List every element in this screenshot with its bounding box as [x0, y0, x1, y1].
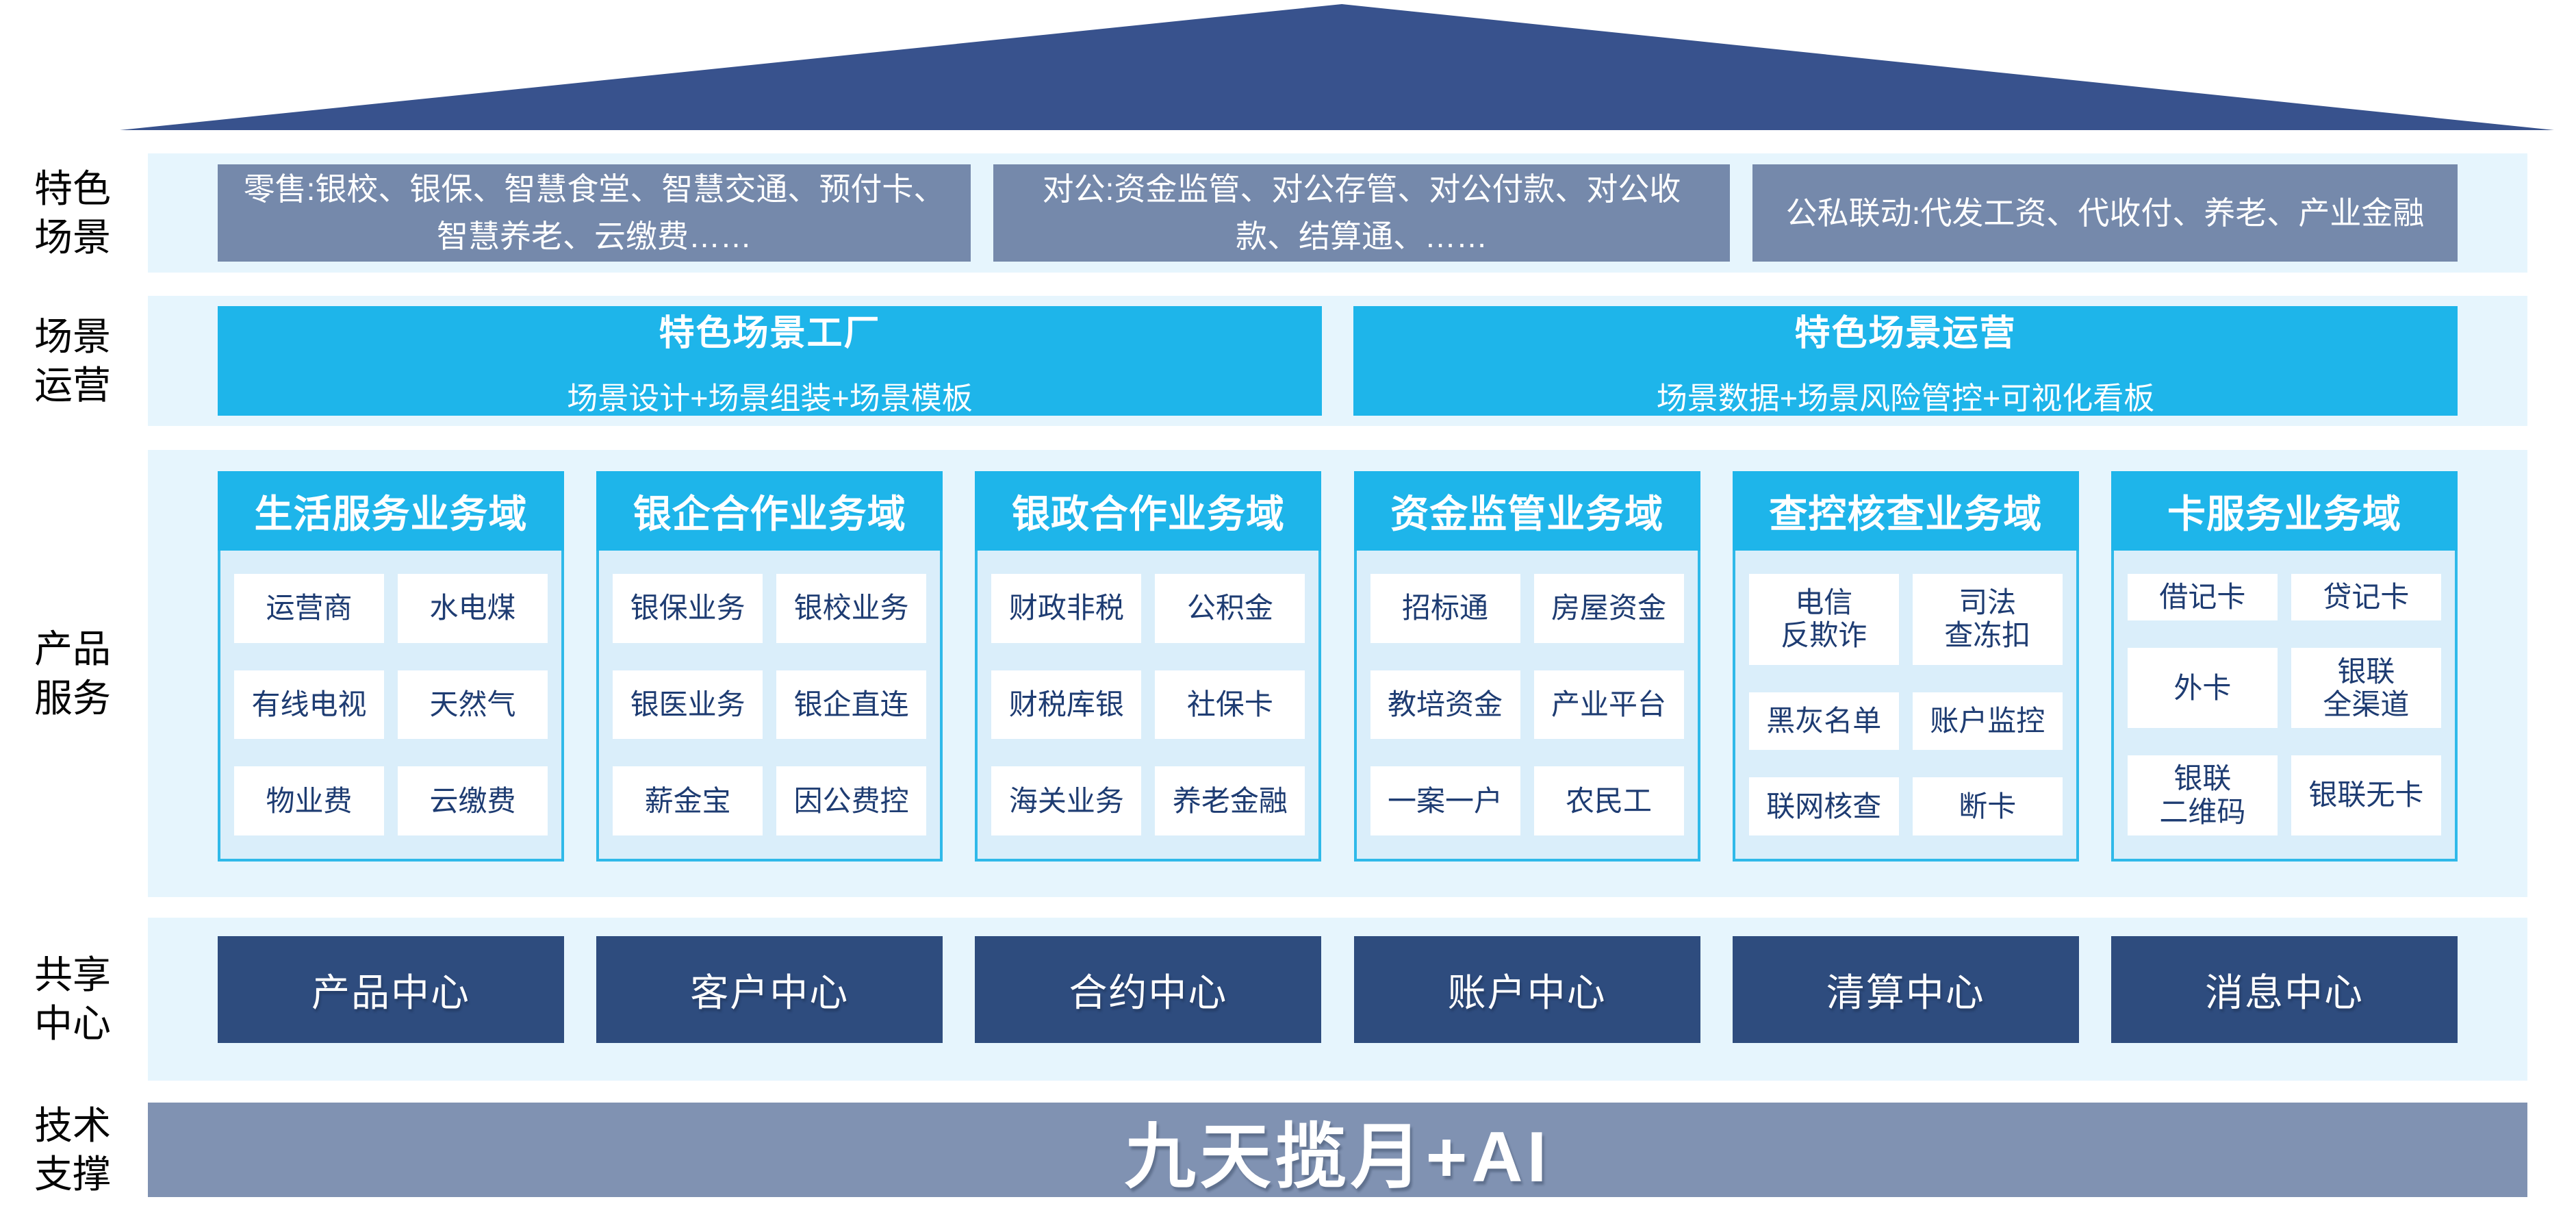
domain-cell: 司法 查冻扣: [1912, 574, 2063, 665]
scene-box-retail: 零售:银校、银保、智慧食堂、智慧交通、预付卡、智慧养老、云缴费……: [218, 164, 971, 262]
domain-cell: 断卡: [1912, 777, 2063, 835]
domain-cell: 银联 全渠道: [2291, 648, 2441, 729]
side-label-ops: 场景 运营: [34, 314, 111, 407]
domain-cell: 运营商: [234, 574, 384, 643]
domain-cell: 黑灰名单: [1748, 692, 1899, 751]
domain-cell: 产业平台: [1533, 670, 1684, 740]
domain-cell: 因公费控: [776, 766, 927, 835]
ops-box-scene-operation: 特色场景运营 场景数据+场景风险管控+可视化看板: [1353, 306, 2458, 416]
domain-panel-fund-supervision: 资金监管业务域 招标通 房屋资金 教培资金 产业平台 一案一户 农民工: [1353, 471, 1700, 862]
domain-cell: 银联无卡: [2291, 755, 2441, 835]
center-box-customer: 客户中心: [596, 936, 943, 1043]
side-label-scene: 特色 场景: [34, 166, 111, 259]
center-box-account: 账户中心: [1353, 936, 1700, 1043]
domain-cell: 账户监控: [1912, 692, 2063, 751]
domain-cell: 教培资金: [1370, 670, 1520, 740]
domain-cell: 银联 二维码: [2127, 755, 2278, 835]
domain-header: 生活服务业务域: [218, 471, 564, 551]
ops-title: 特色场景运营: [1794, 314, 2017, 353]
domain-cell: 有线电视: [234, 670, 384, 740]
domain-cell: 银保业务: [613, 574, 763, 643]
domain-cell: 社保卡: [1155, 670, 1305, 740]
domain-body: 银保业务 银校业务 银医业务 银企直连 薪金宝 因公费控: [599, 551, 940, 859]
domain-panel-card-services: 卡服务业务域 借记卡 贷记卡 外卡 银联 全渠道 银联 二维码 银联无卡: [2110, 471, 2458, 862]
domain-cell: 贷记卡: [2291, 574, 2441, 621]
ops-title: 特色场景工厂: [659, 314, 881, 353]
scene-box-public-private: 公私联动:代发工资、代收付、养老、产业金融: [1752, 164, 2458, 262]
domain-cell: 银企直连: [776, 670, 927, 740]
ops-subtitle: 场景设计+场景组装+场景模板: [567, 381, 973, 416]
domain-cell: 水电煤: [398, 574, 548, 643]
domain-cell: 电信 反欺诈: [1748, 574, 1899, 665]
domain-cell: 一案一户: [1370, 766, 1520, 835]
side-label-product: 产品 服务: [34, 627, 111, 720]
domain-header: 资金监管业务域: [1353, 471, 1700, 551]
ops-subtitle: 场景数据+场景风险管控+可视化看板: [1656, 381, 2155, 416]
domain-cell: 物业费: [234, 766, 384, 835]
domain-panel-inquiry-control: 查控核查业务域 电信 反欺诈 司法 查冻扣 黑灰名单 账户监控 联网核查 断卡: [1732, 471, 2079, 862]
domain-header: 查控核查业务域: [1732, 471, 2079, 551]
domain-cell: 云缴费: [398, 766, 548, 835]
centers-row: 产品中心 客户中心 合约中心 账户中心 清算中心 消息中心: [218, 936, 2458, 1043]
center-box-clearing: 清算中心: [1732, 936, 2079, 1043]
domain-body: 电信 反欺诈 司法 查冻扣 黑灰名单 账户监控 联网核查 断卡: [1735, 551, 2076, 859]
domain-cell: 薪金宝: [613, 766, 763, 835]
scene-box-corporate: 对公:资金监管、对公存管、对公付款、对公收款、结算通、……: [993, 164, 1730, 262]
domain-cell: 农民工: [1533, 766, 1684, 835]
roof-shape: [120, 4, 2554, 130]
domain-cell: 天然气: [398, 670, 548, 740]
center-box-product: 产品中心: [218, 936, 564, 1043]
domain-body: 运营商 水电煤 有线电视 天然气 物业费 云缴费: [220, 551, 561, 859]
domain-body: 招标通 房屋资金 教培资金 产业平台 一案一户 农民工: [1357, 551, 1698, 859]
domain-panel-life-services: 生活服务业务域 运营商 水电煤 有线电视 天然气 物业费 云缴费: [218, 471, 564, 862]
domain-panel-bank-enterprise: 银企合作业务域 银保业务 银校业务 银医业务 银企直连 薪金宝 因公费控: [596, 471, 943, 862]
tech-support-bar: 九天揽月+AI: [148, 1103, 2527, 1197]
domain-cell: 海关业务: [991, 766, 1142, 835]
center-box-message: 消息中心: [2110, 936, 2458, 1043]
domain-header: 银企合作业务域: [596, 471, 943, 551]
domain-cell: 银校业务: [776, 574, 927, 643]
domain-body: 财政非税 公积金 财税库银 社保卡 海关业务 养老金融: [978, 551, 1318, 859]
product-row: 生活服务业务域 运营商 水电煤 有线电视 天然气 物业费 云缴费 银企合作业务域…: [218, 471, 2458, 862]
domain-cell: 借记卡: [2127, 574, 2278, 621]
domain-cell: 招标通: [1370, 574, 1520, 643]
domain-cell: 银医业务: [613, 670, 763, 740]
ops-box-scene-factory: 特色场景工厂 场景设计+场景组装+场景模板: [218, 306, 1322, 416]
center-box-contract: 合约中心: [975, 936, 1322, 1043]
domain-cell: 财税库银: [991, 670, 1142, 740]
ops-row: 特色场景工厂 场景设计+场景组装+场景模板 特色场景运营 场景数据+场景风险管控…: [218, 306, 2458, 416]
domain-cell: 公积金: [1155, 574, 1305, 643]
side-label-tech: 技术 支撑: [34, 1103, 111, 1196]
domain-cell: 财政非税: [991, 574, 1142, 643]
domain-header: 卡服务业务域: [2110, 471, 2458, 551]
domain-body: 借记卡 贷记卡 外卡 银联 全渠道 银联 二维码 银联无卡: [2114, 551, 2455, 859]
domain-cell: 联网核查: [1748, 777, 1899, 835]
side-label-centers: 共享 中心: [34, 953, 111, 1045]
scene-row: 零售:银校、银保、智慧食堂、智慧交通、预付卡、智慧养老、云缴费…… 对公:资金监…: [218, 164, 2458, 262]
domain-cell: 外卡: [2127, 648, 2278, 729]
domain-cell: 养老金融: [1155, 766, 1305, 835]
domain-panel-bank-government: 银政合作业务域 财政非税 公积金 财税库银 社保卡 海关业务 养老金融: [975, 471, 1322, 862]
domain-cell: 房屋资金: [1533, 574, 1684, 643]
domain-header: 银政合作业务域: [975, 471, 1322, 551]
